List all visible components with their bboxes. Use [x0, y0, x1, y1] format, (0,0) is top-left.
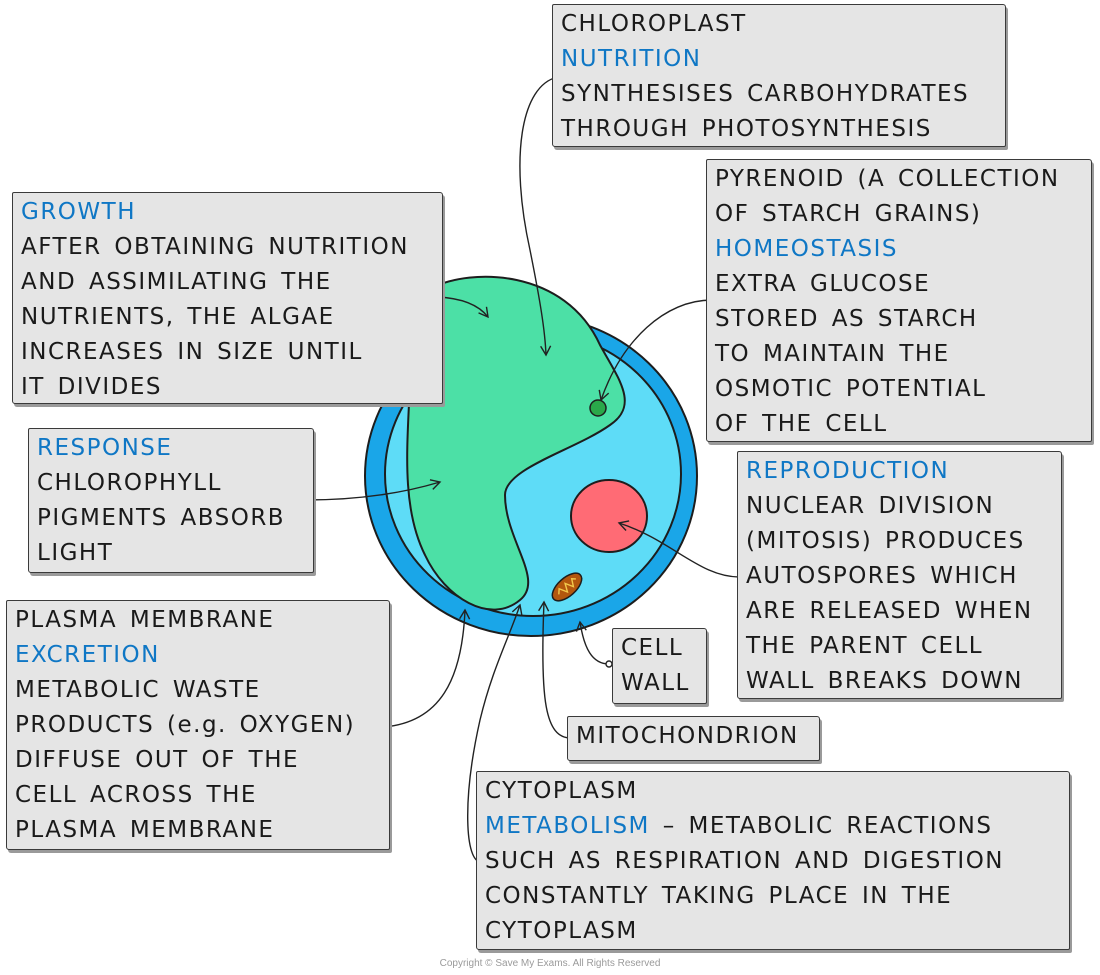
cytoplasm-title: CYTOPLASM: [485, 778, 638, 804]
connector-response: [305, 479, 442, 501]
response-line-1: CHLOROPHYLL: [37, 470, 222, 496]
label-cytoplasm: CYTOPLASM METABOLISM – METABOLIC REACTIO…: [476, 771, 1070, 950]
metabolism-keyword: METABOLISM: [485, 813, 650, 839]
cell-wall-line-2: WALL: [621, 670, 690, 696]
nucleus: [570, 479, 648, 553]
pyrenoid: [589, 399, 607, 417]
pyrenoid-line-5: OF THE CELL: [715, 411, 888, 437]
cytoplasm-line-3: CYTOPLASM: [485, 918, 638, 944]
growth-line-2: AND ASSIMILATING THE: [21, 269, 332, 295]
connector-reproduction: [617, 520, 742, 578]
label-growth: GROWTH AFTER OBTAINING NUTRITION AND ASS…: [12, 192, 443, 404]
chloroplast-title: CHLOROPLAST: [561, 11, 747, 37]
pyrenoid-line-4: OSMOTIC POTENTIAL: [715, 376, 987, 402]
plasma-membrane-line-2: PRODUCTS (e.g. OXYGEN): [15, 712, 356, 738]
plasma-membrane-title: PLASMA MEMBRANE: [15, 607, 275, 633]
growth-line-5: IT DIVIDES: [21, 374, 162, 400]
label-cell-wall: CELL WALL: [612, 628, 707, 704]
copyright-notice: Copyright © Save My Exams. All Rights Re…: [439, 958, 661, 969]
response-keyword: RESPONSE: [37, 435, 173, 461]
label-response: RESPONSE CHLOROPHYLL PIGMENTS ABSORB LIG…: [28, 428, 314, 573]
reproduction-line-2: (MITOSIS) PRODUCES: [746, 528, 1025, 554]
chloroplast-line-1: SYNTHESISES CARBOHYDRATES: [561, 81, 970, 107]
response-line-3: LIGHT: [37, 540, 114, 566]
excretion-keyword: EXCRETION: [15, 642, 160, 668]
label-mitochondrion: MITOCHONDRION: [567, 716, 820, 761]
plasma-membrane-line-4: CELL ACROSS THE: [15, 782, 257, 808]
reproduction-line-6: WALL BREAKS DOWN: [746, 668, 1023, 694]
mitochondrion-text: MITOCHONDRION: [576, 723, 799, 749]
connector-mitochondrion: [538, 600, 572, 739]
label-pyrenoid: PYRENOID (A COLLECTION OF STARCH GRAINS)…: [706, 159, 1092, 442]
reproduction-line-4: ARE RELEASED WHEN: [746, 598, 1033, 624]
chloroplast: [406, 275, 626, 611]
reproduction-line-1: NUCLEAR DIVISION: [746, 493, 995, 519]
connector-plasma-membrane: [383, 608, 471, 728]
cell-wall-line-1: CELL: [621, 635, 684, 661]
response-line-2: PIGMENTS ABSORB: [37, 505, 286, 531]
chloroplast-line-2: THROUGH PHOTOSYNTHESIS: [561, 116, 932, 142]
growth-line-3: NUTRIENTS, THE ALGAE: [21, 304, 335, 330]
connector-cytoplasm: [467, 603, 523, 863]
homeostasis-keyword: HOMEOSTASIS: [715, 236, 898, 262]
growth-line-4: INCREASES IN SIZE UNTIL: [21, 339, 363, 365]
pyrenoid-line-2: STORED AS STARCH: [715, 306, 978, 332]
connector-chloroplast: [519, 76, 559, 357]
pyrenoid-line-1: EXTRA GLUCOSE: [715, 271, 931, 297]
pyrenoid-line-3: TO MAINTAIN THE: [715, 341, 950, 367]
growth-line-1: AFTER OBTAINING NUTRITION: [21, 234, 409, 260]
plasma-membrane-line-3: DIFFUSE OUT OF THE: [15, 747, 300, 773]
pyrenoid-title-1: PYRENOID (A COLLECTION: [715, 166, 1060, 192]
cytoplasm-line-1: SUCH AS RESPIRATION AND DIGESTION: [485, 848, 1005, 874]
connector-cell-wall: [575, 620, 610, 665]
metabolism-suffix: – METABOLIC REACTIONS: [649, 813, 993, 839]
mitochondrion: [551, 572, 583, 602]
reproduction-line-3: AUTOSPORES WHICH: [746, 563, 1018, 589]
reproduction-keyword: REPRODUCTION: [746, 458, 950, 484]
plasma-membrane-line-1: METABOLIC WASTE: [15, 677, 261, 703]
label-plasma-membrane: PLASMA MEMBRANE EXCRETION METABOLIC WAST…: [6, 600, 390, 850]
reproduction-line-5: THE PARENT CELL: [746, 633, 984, 659]
nutrition-keyword: NUTRITION: [561, 46, 702, 72]
cytoplasm-line-2: CONSTANTLY TAKING PLACE IN THE: [485, 883, 953, 909]
pyrenoid-title-2: OF STARCH GRAINS): [715, 201, 982, 227]
growth-keyword: GROWTH: [21, 199, 136, 225]
connector-pyrenoid: [598, 299, 713, 402]
plasma-membrane-line-5: PLASMA MEMBRANE: [15, 817, 275, 843]
label-chloroplast: CHLOROPLAST NUTRITION SYNTHESISES CARBOH…: [552, 4, 1006, 147]
label-reproduction: REPRODUCTION NUCLEAR DIVISION (MITOSIS) …: [737, 451, 1062, 699]
